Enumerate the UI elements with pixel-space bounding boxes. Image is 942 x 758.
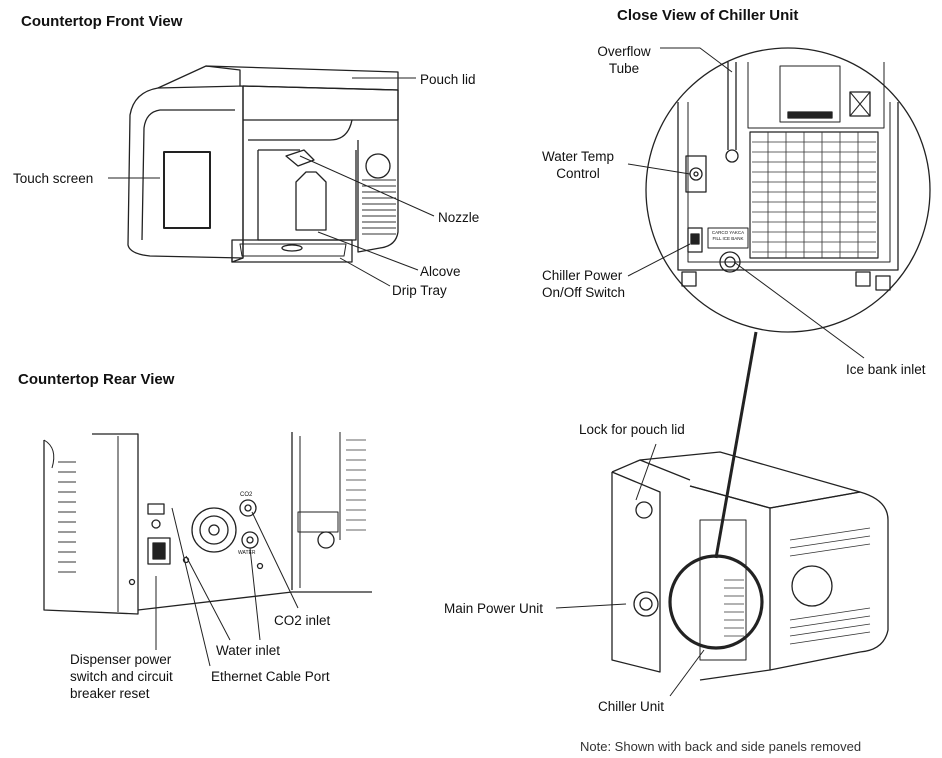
water-port-text: WATER — [238, 550, 256, 556]
label-overflow-tube-line2: Tube — [608, 61, 640, 76]
label-ice-bank-inlet: Ice bank inlet — [846, 362, 926, 377]
side-view-drawing — [555, 443, 889, 697]
footnote: Note: Shown with back and side panels re… — [580, 739, 862, 754]
label-overflow-tube: Overflow Tube — [584, 43, 664, 77]
label-water-temp-line2: Control — [556, 166, 600, 181]
label-ethernet-port: Ethernet Cable Port — [211, 669, 330, 684]
co2-port-text: CO2 — [240, 492, 253, 498]
label-pouch-lid: Pouch lid — [420, 72, 476, 87]
front-view-drawing — [108, 65, 435, 287]
label-dispenser-power-line3: breaker reset — [70, 686, 150, 701]
chiller-close-view-title: Close View of Chiller Unit — [617, 7, 799, 24]
label-chiller-power-line2: On/Off Switch — [542, 285, 626, 300]
label-lock-pouch-lid: Lock for pouch lid — [579, 422, 685, 437]
label-water-inlet: Water inlet — [216, 643, 281, 658]
rear-view-drawing — [43, 432, 372, 667]
label-overflow-tube-line1: Overflow — [597, 44, 651, 59]
label-water-temp-control: Water Temp Control — [530, 148, 626, 182]
front-view-title: Countertop Front View — [21, 13, 183, 30]
label-main-power-unit: Main Power Unit — [444, 601, 544, 616]
label-dispenser-power-line1: Dispenser power — [70, 652, 172, 667]
sticker-text-line1: CARCO YAKCA — [711, 230, 745, 235]
label-drip-tray: Drip Tray — [392, 283, 447, 298]
label-alcove: Alcove — [420, 264, 461, 279]
label-touch-screen: Touch screen — [13, 171, 94, 186]
label-water-temp-line1: Water Temp — [541, 149, 615, 164]
label-nozzle: Nozzle — [438, 210, 480, 225]
ice-bank-sticker: CARCO YAKCA FILL ICE BANK — [709, 230, 747, 242]
label-chiller-power-switch: Chiller Power On/Off Switch — [542, 267, 625, 301]
label-dispenser-power-line2: switch and circuit — [70, 669, 173, 684]
rear-view-title: Countertop Rear View — [18, 371, 175, 388]
label-chiller-unit: Chiller Unit — [598, 699, 665, 714]
sticker-text-line2: FILL ICE BANK — [712, 236, 744, 241]
label-co2-inlet: CO2 inlet — [274, 613, 331, 628]
label-dispenser-power-switch: Dispenser power switch and circuit break… — [70, 651, 173, 702]
chiller-close-view-drawing — [627, 47, 931, 559]
label-chiller-power-line1: Chiller Power — [542, 268, 623, 283]
